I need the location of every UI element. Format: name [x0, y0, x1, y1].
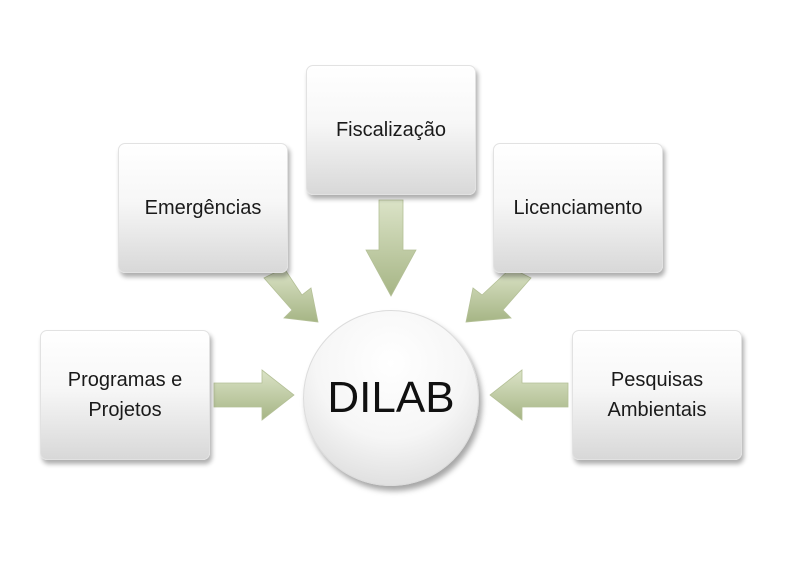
arrow-emergencias-to-dilab	[263, 267, 319, 323]
arrow-licenciamento-to-dilab	[465, 267, 532, 323]
node-emergencias: Emergências	[118, 143, 288, 273]
node-licenciamento-label: Licenciamento	[513, 197, 643, 219]
arrow-programas-to-dilab	[213, 369, 295, 421]
node-pesquisas-ambientais: Pesquisas Ambientais	[572, 330, 742, 460]
node-fiscalizacao: Fiscalização	[306, 65, 476, 195]
arrow-fiscalizacao-to-dilab	[365, 199, 417, 297]
node-licenciamento: Licenciamento	[493, 143, 663, 273]
node-programas-projetos-label: Programas e Projetos	[67, 369, 183, 421]
node-programas-projetos: Programas e Projetos	[40, 330, 210, 460]
arrow-pesquisas-to-dilab	[489, 369, 569, 421]
center-node-dilab: DILAB	[303, 310, 479, 486]
node-fiscalizacao-label: Fiscalização	[335, 119, 447, 141]
node-pesquisas-ambientais-label: Pesquisas Ambientais	[607, 369, 707, 421]
center-node-label: DILAB	[327, 373, 455, 422]
node-emergencias-label: Emergências	[144, 197, 262, 219]
